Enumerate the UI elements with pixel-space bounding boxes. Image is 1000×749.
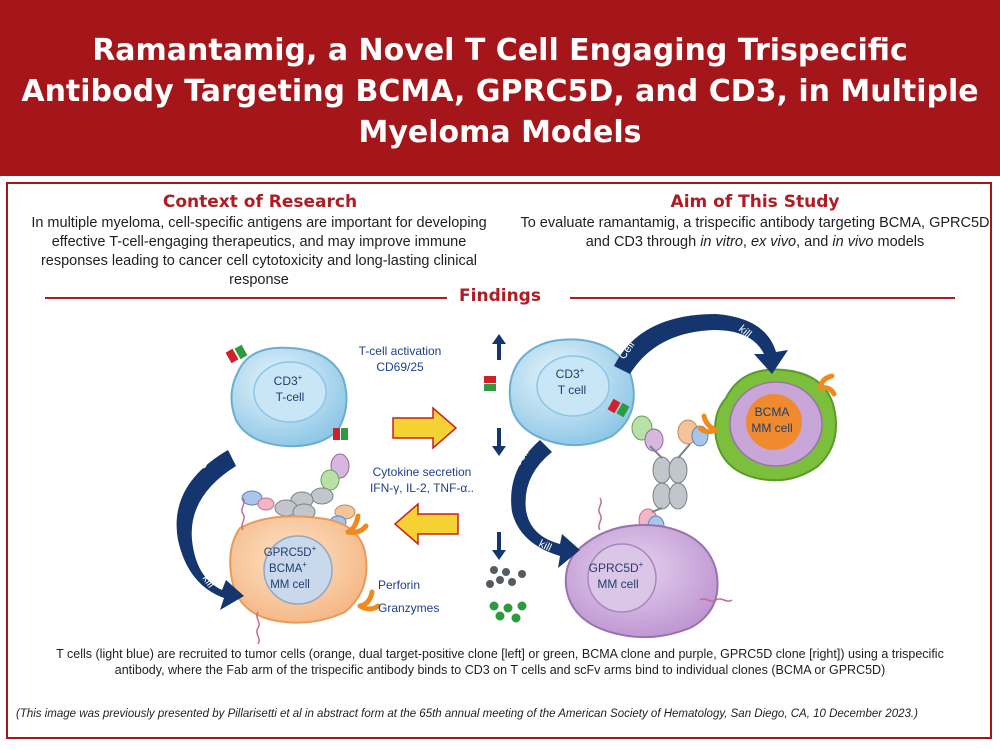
top-arrow-shape	[614, 314, 788, 374]
title-banner: Ramantamig, a Novel T Cell Engaging Tris…	[0, 0, 1000, 176]
perforin-granules	[486, 566, 526, 588]
left-tcell-label-1: CD3+	[274, 373, 303, 388]
left-mm-cell: GPRC5D+ BCMA+ MM cell	[229, 497, 381, 645]
bottom-kill-arrow: Cell kill	[511, 440, 580, 568]
aim-body-text-4: models	[873, 234, 925, 250]
page-title: Ramantamig, a Novel T Cell Engaging Tris…	[21, 33, 979, 150]
activation-up-arrow	[492, 334, 506, 360]
figure-caption: T cells (light blue) are recruited to tu…	[56, 647, 944, 677]
right-tcell-label-1: CD3+	[556, 366, 585, 381]
aim-body-text-3: , and	[796, 234, 833, 250]
ab-scfv-blue	[241, 490, 263, 506]
bcma-receptor-2	[357, 589, 381, 612]
cd3-receptor-green	[234, 344, 248, 360]
left-yellow-arrow	[393, 502, 459, 546]
right-tcell-nucleus	[536, 355, 610, 417]
gprc5d-cell-nucleus	[587, 543, 657, 613]
findings-rule-left	[45, 297, 447, 299]
cd3-receptor-red-2	[333, 428, 340, 440]
bcma-label-2: MM cell	[751, 421, 792, 435]
aim-body-invivo: in vivo	[832, 234, 874, 250]
aim-body-text-1: To evaluate ramantamig, a trispecific an…	[520, 215, 990, 250]
aim-body-exvivo: ex vivo	[750, 234, 797, 250]
activation-label-1: T-cell activation	[359, 344, 442, 358]
content-panel	[6, 182, 992, 739]
aim-body-text-2: ,	[742, 234, 751, 250]
cd3-receptor-green-2	[341, 428, 348, 440]
left-mm-label-3: MM cell	[270, 579, 310, 591]
aim-heading: Aim of This Study	[670, 192, 840, 212]
right-tcell: CD3+ T cell	[484, 338, 635, 447]
right-cd3-green	[484, 384, 496, 391]
left-arrow-shape	[176, 450, 244, 610]
context-body: In multiple myeloma, cell-specific antig…	[31, 215, 487, 288]
right-gprc5d-cell: GPRC5D+ MM cell	[564, 497, 733, 639]
ab-scfv-pink	[257, 497, 275, 511]
left-tcell-nucleus	[253, 361, 327, 423]
left-mm-label-2: BCMA+	[269, 560, 307, 575]
left-mm-nucleus	[263, 535, 333, 605]
context-heading: Context of Research	[162, 192, 358, 212]
granule-down-arrow	[492, 532, 506, 560]
findings-rule-right	[570, 297, 955, 299]
right-cd3-red-2	[607, 398, 621, 414]
ab-fab-2	[320, 469, 340, 491]
right-bcma-cell: BCMA MM cell	[697, 368, 837, 482]
cytokine-down-arrow	[492, 428, 506, 456]
right-cd3-red	[484, 376, 496, 383]
gprc5d-label-2: MM cell	[597, 577, 638, 591]
gprc5d-label-1: GPRC5D+	[589, 560, 644, 575]
right-antibody	[631, 415, 709, 537]
gprc5d-receptor-1	[241, 497, 245, 531]
footnote: (This image was previously presented by …	[16, 708, 918, 720]
right-yellow-arrow	[392, 406, 458, 450]
activation-label-2: CD69/25	[376, 360, 424, 374]
bottom-arrow-shape	[511, 440, 580, 568]
aim-body-invitro: in vitro	[700, 234, 743, 250]
ab-fc-1	[310, 487, 334, 505]
gprc5d-receptor-2	[256, 611, 260, 645]
bcma-cell-nucleus	[746, 394, 802, 450]
left-tcell-label-2: T-cell	[276, 390, 305, 404]
granzymes-label: Granzymes	[378, 601, 439, 615]
cd3-receptor-red	[225, 348, 239, 364]
cytokine-label-2: IFN-γ, IL-2, TNF-α..	[370, 481, 474, 495]
left-tcell: CD3+ T-cell	[225, 344, 348, 448]
top-kill-arrow: Cell kill	[614, 314, 788, 374]
granzyme-granules	[489, 601, 527, 623]
aim-body: To evaluate ramantamig, a trispecific an…	[520, 214, 990, 252]
right-tcell-label-2: T cell	[558, 383, 586, 397]
right-cd3-green-2	[616, 402, 630, 418]
left-mm-label-1: GPRC5D+	[264, 544, 317, 559]
mechanism-diagram: CD3+ T-cell GPRC5D+ BCMA+ MM cell Cell k…	[176, 314, 837, 645]
perforin-label: Perforin	[378, 578, 420, 592]
cytokine-label-1: Cytokine secretion	[373, 465, 472, 479]
bottom-arrow-kill: kill	[537, 538, 554, 554]
findings-heading: Findings	[459, 286, 541, 306]
bcma-label-1: BCMA	[755, 405, 790, 419]
bcma-receptor-1	[345, 513, 369, 535]
